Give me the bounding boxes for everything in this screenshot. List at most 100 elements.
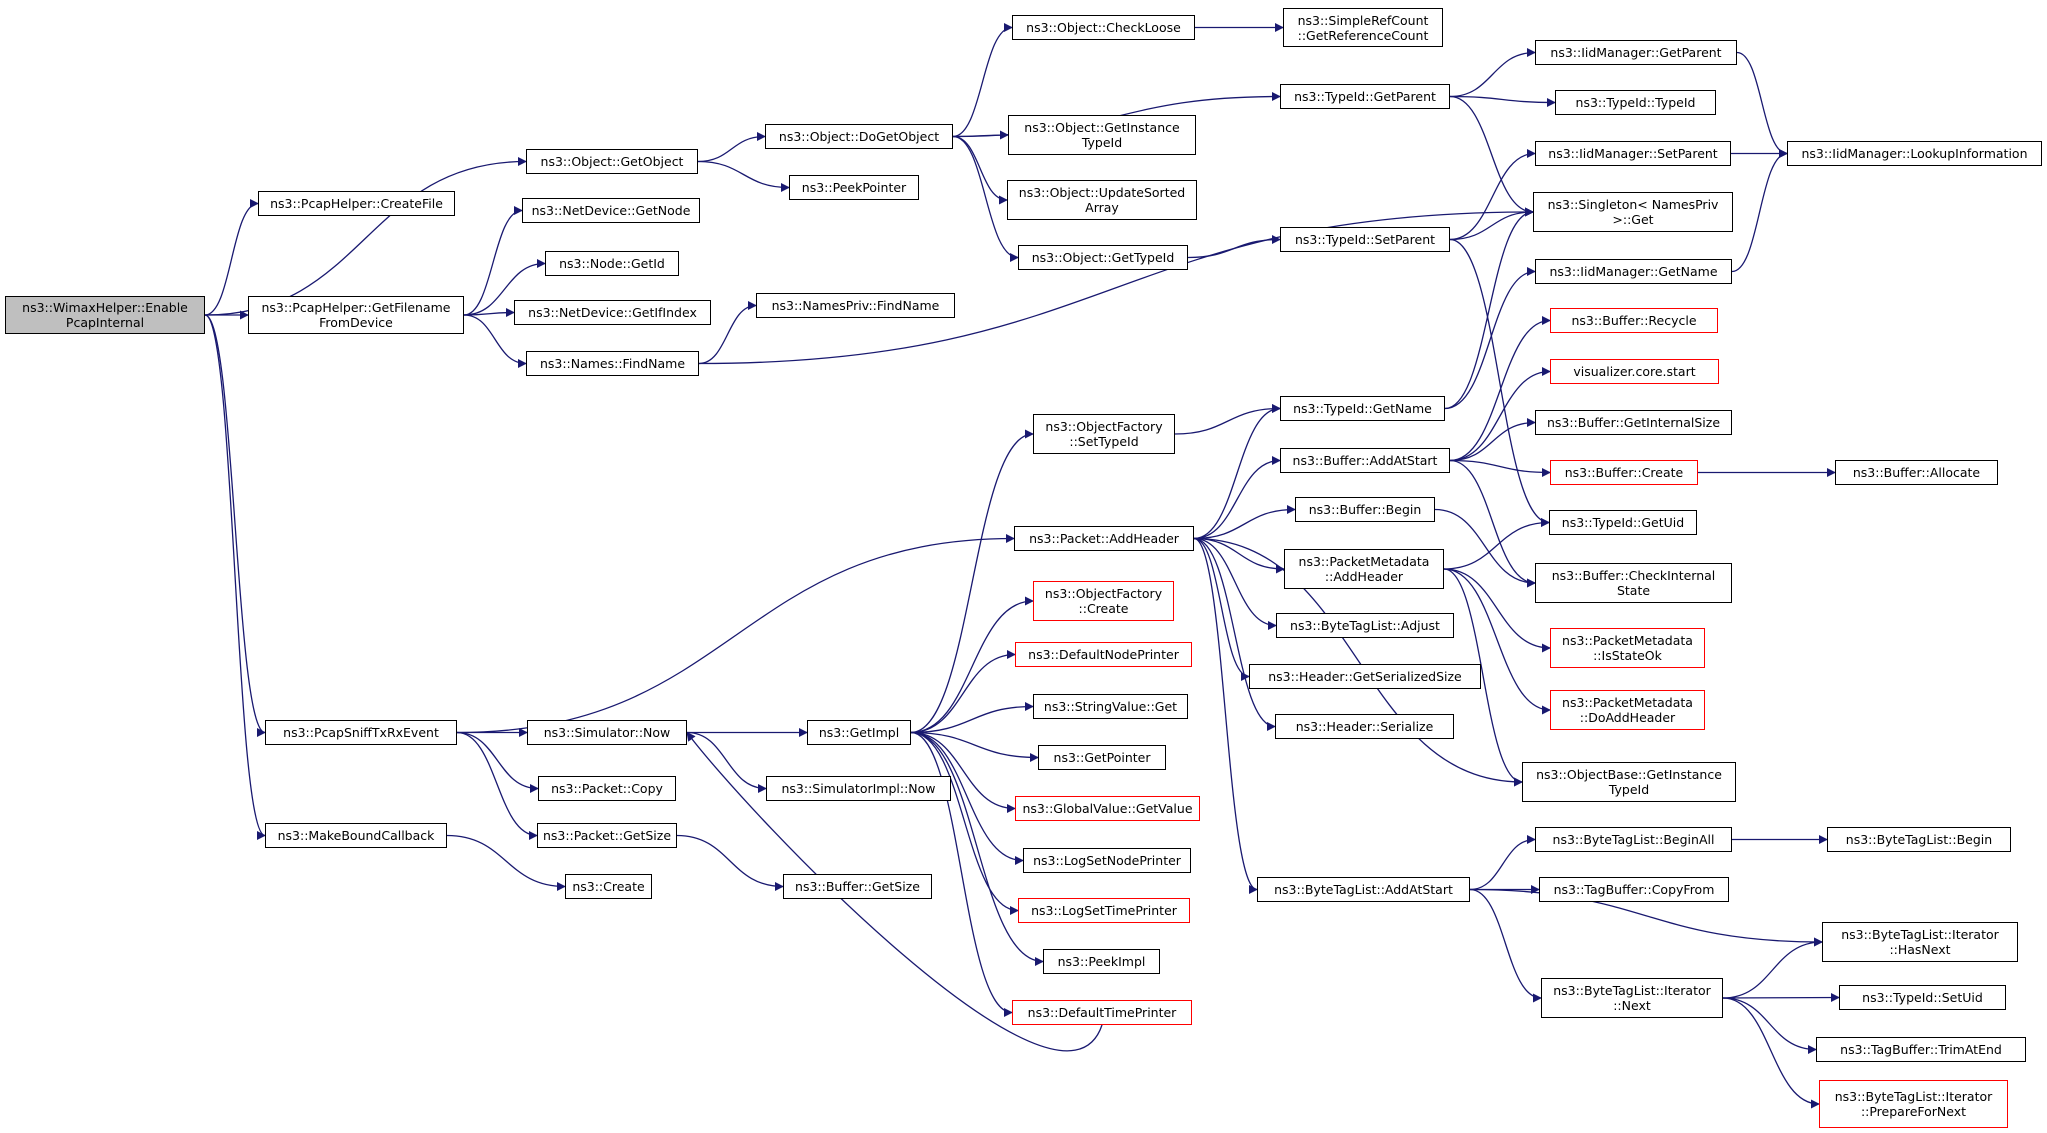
node-label-line: ns3::Packet::Copy xyxy=(551,781,663,796)
graph-node-ns3-objectfactory-settypeid[interactable]: ns3::ObjectFactory::SetTypeId xyxy=(1033,414,1175,454)
node-label-line: ns3::Singleton< NamesPriv xyxy=(1547,197,1719,212)
graph-node-ns3-node-getid[interactable]: ns3::Node::GetId xyxy=(545,251,679,276)
graph-node-ns3-iidmanager-getname[interactable]: ns3::IidManager::GetName xyxy=(1535,259,1732,284)
call-edge xyxy=(456,731,539,794)
node-label-line: ::SetTypeId xyxy=(1069,434,1139,449)
graph-node-ns3-iidmanager-setparent[interactable]: ns3::IidManager::SetParent xyxy=(1535,141,1731,166)
graph-node-ns3-packet-addheader[interactable]: ns3::Packet::AddHeader xyxy=(1014,526,1194,551)
call-edge xyxy=(1449,417,1536,462)
node-label-line: ::AddHeader xyxy=(1324,569,1404,584)
graph-node-ns3-object-dogetobject[interactable]: ns3::Object::DoGetObject xyxy=(765,124,953,149)
graph-node-ns3-pcaphelper-createfile[interactable]: ns3::PcapHelper::CreateFile xyxy=(258,191,455,216)
graph-node-ns3-tagbuffer-trimatend[interactable]: ns3::TagBuffer::TrimAtEnd xyxy=(1816,1037,2026,1062)
graph-node-ns3-singleton-namespriv-get[interactable]: ns3::Singleton< NamesPriv>::Get xyxy=(1533,192,1733,232)
call-edge xyxy=(1722,992,1840,1003)
graph-node-ns3-packetmetadata-addheader[interactable]: ns3::PacketMetadata::AddHeader xyxy=(1284,549,1444,589)
graph-node-ns3-objectfactory-create[interactable]: ns3::ObjectFactory::Create xyxy=(1033,581,1174,621)
graph-node-ns3-packetmetadata-doaddheader[interactable]: ns3::PacketMetadata::DoAddHeader xyxy=(1550,690,1705,730)
graph-node-ns3-logsettimeprinter[interactable]: ns3::LogSetTimePrinter xyxy=(1018,898,1190,923)
node-label-line: ns3::MakeBoundCallback xyxy=(277,828,435,843)
call-edge xyxy=(698,207,1534,365)
graph-node-ns3-typeid-getparent[interactable]: ns3::TypeId::GetParent xyxy=(1280,84,1450,109)
node-label-line: ns3::Buffer::GetSize xyxy=(795,879,920,894)
graph-node-ns3-netdevice-getifindex[interactable]: ns3::NetDevice::GetIfIndex xyxy=(514,300,711,325)
graph-node-ns3-bytetaglist-adjust[interactable]: ns3::ByteTagList::Adjust xyxy=(1276,613,1454,638)
graph-node-ns3-defaultnodeprinter[interactable]: ns3::DefaultNodePrinter xyxy=(1015,642,1192,667)
node-label-line: ns3::Object::CheckLoose xyxy=(1026,20,1181,35)
graph-node-ns3-bytetaglist-iterator-preparefornext[interactable]: ns3::ByteTagList::Iterator::PrepareForNe… xyxy=(1819,1080,2008,1128)
call-edge xyxy=(1449,315,1551,462)
graph-node-ns3-iidmanager-lookupinformation[interactable]: ns3::IidManager::LookupInformation xyxy=(1787,141,2042,166)
node-label-line: ns3::PcapSniffTxRxEvent xyxy=(283,725,439,740)
node-label-line: ns3::TypeId::GetUid xyxy=(1561,515,1685,530)
graph-node-ns3-header-getserializedsize[interactable]: ns3::Header::GetSerializedSize xyxy=(1249,664,1481,689)
graph-node-ns3-buffer-recycle[interactable]: ns3::Buffer::Recycle xyxy=(1550,308,1718,333)
graph-node-ns3-netdevice-getnode[interactable]: ns3::NetDevice::GetNode xyxy=(522,198,700,223)
graph-node-ns3-object-checkloose[interactable]: ns3::Object::CheckLoose xyxy=(1012,15,1195,40)
node-label-line: ns3::TypeId::TypeId xyxy=(1575,95,1696,110)
graph-node-visualizer-core-start[interactable]: visualizer.core.start xyxy=(1550,359,1719,384)
graph-node-ns3-globalvalue-getvalue[interactable]: ns3::GlobalValue::GetValue xyxy=(1015,796,1200,821)
node-label-line: ns3::NetDevice::GetIfIndex xyxy=(528,305,697,320)
graph-node-ns3-buffer-getsize[interactable]: ns3::Buffer::GetSize xyxy=(783,874,932,899)
graph-node-ns3-header-serialize[interactable]: ns3::Header::Serialize xyxy=(1275,714,1454,739)
graph-node-ns3-getpointer[interactable]: ns3::GetPointer xyxy=(1038,745,1166,770)
graph-node-ns3-makeboundcallback[interactable]: ns3::MakeBoundCallback xyxy=(265,823,447,848)
graph-node-ns3-stringvalue-get[interactable]: ns3::StringValue::Get xyxy=(1033,694,1188,719)
node-label-line: ns3::ByteTagList::BeginAll xyxy=(1552,832,1715,847)
call-edge xyxy=(446,834,566,892)
graph-node-ns3-defaulttimeprinter[interactable]: ns3::DefaultTimePrinter xyxy=(1012,1000,1192,1025)
node-label-line: ns3::TypeId::GetParent xyxy=(1294,89,1436,104)
call-edge xyxy=(1449,366,1551,462)
graph-node-ns3-simulatorimpl-now[interactable]: ns3::SimulatorImpl::Now xyxy=(766,776,951,801)
graph-node-ns3-typeid-getuid[interactable]: ns3::TypeId::GetUid xyxy=(1549,510,1697,535)
node-label-line: ns3::PeekPointer xyxy=(801,180,907,195)
graph-node-ns3-buffer-create[interactable]: ns3::Buffer::Create xyxy=(1550,460,1698,485)
graph-node-ns3-packet-copy[interactable]: ns3::Packet::Copy xyxy=(538,776,676,801)
call-edge xyxy=(1193,537,1258,894)
node-label-line: ns3::Packet::AddHeader xyxy=(1029,531,1179,546)
graph-node-ns3-object-getobject[interactable]: ns3::Object::GetObject xyxy=(526,149,698,174)
graph-node-ns3-buffer-begin[interactable]: ns3::Buffer::Begin xyxy=(1295,497,1435,522)
graph-node-ns3-typeid-typeid[interactable]: ns3::TypeId::TypeId xyxy=(1555,90,1716,115)
graph-node-ns3-buffer-allocate[interactable]: ns3::Buffer::Allocate xyxy=(1835,460,1998,485)
graph-node-ns3-bytetaglist-begin[interactable]: ns3::ByteTagList::Begin xyxy=(1827,827,2011,852)
graph-node-ns3-create[interactable]: ns3::Create xyxy=(565,874,652,899)
graph-node-ns3-typeid-setparent[interactable]: ns3::TypeId::SetParent xyxy=(1280,227,1450,252)
graph-node-ns3-peekimpl[interactable]: ns3::PeekImpl xyxy=(1043,949,1160,974)
graph-node-ns3-bytetaglist-beginall[interactable]: ns3::ByteTagList::BeginAll xyxy=(1535,827,1732,852)
graph-node-ns3-bytetaglist-iterator-hasnext[interactable]: ns3::ByteTagList::Iterator::HasNext xyxy=(1822,922,2018,962)
graph-node-ns3-buffer-getinternalsize[interactable]: ns3::Buffer::GetInternalSize xyxy=(1535,410,1732,435)
call-edge xyxy=(1449,95,1556,108)
graph-node-ns3-tagbuffer-copyfrom[interactable]: ns3::TagBuffer::CopyFrom xyxy=(1539,877,1729,902)
graph-node-ns3-getimpl[interactable]: ns3::GetImpl xyxy=(807,720,911,745)
node-label-line: ns3::LogSetNodePrinter xyxy=(1033,853,1181,868)
graph-node-ns3-peekpointer[interactable]: ns3::PeekPointer xyxy=(789,175,919,200)
graph-node-ns3-bytetaglist-addatstart[interactable]: ns3::ByteTagList::AddAtStart xyxy=(1257,877,1470,902)
graph-node-ns3-iidmanager-getparent[interactable]: ns3::IidManager::GetParent xyxy=(1535,40,1737,65)
graph-node-ns3-bytetaglist-iterator-next[interactable]: ns3::ByteTagList::Iterator::Next xyxy=(1541,978,1723,1018)
graph-node-ns3-pcapsnifftxrxevent[interactable]: ns3::PcapSniffTxRxEvent xyxy=(265,720,457,745)
graph-node-ns3-typeid-setuid[interactable]: ns3::TypeId::SetUid xyxy=(1839,985,2006,1010)
graph-node-ns3-typeid-getname[interactable]: ns3::TypeId::GetName xyxy=(1280,396,1445,421)
call-edge xyxy=(1193,537,1277,631)
graph-node-ns3-packet-getsize[interactable]: ns3::Packet::GetSize xyxy=(537,823,677,848)
graph-node-ns3-packetmetadata-isstateok[interactable]: ns3::PacketMetadata::IsStateOk xyxy=(1550,628,1705,668)
node-label-line: ns3::Buffer::AddAtStart xyxy=(1292,453,1438,468)
call-edge xyxy=(910,429,1034,734)
graph-node-ns3-object-gettypeid[interactable]: ns3::Object::GetTypeId xyxy=(1018,245,1188,270)
call-edge xyxy=(697,131,766,163)
graph-node-ns3-namespriv-findname[interactable]: ns3::NamesPriv::FindName xyxy=(756,293,955,318)
node-label-line: ::DoAddHeader xyxy=(1579,710,1676,725)
graph-node-ns3-simplerefcount-getreferencecount[interactable]: ns3::SimpleRefCount::GetReferenceCount xyxy=(1283,8,1443,47)
graph-node-ns3-simulator-now[interactable]: ns3::Simulator::Now xyxy=(527,720,687,745)
graph-node-ns3-buffer-addatstart[interactable]: ns3::Buffer::AddAtStart xyxy=(1280,448,1450,473)
graph-node-ns3-names-findname[interactable]: ns3::Names::FindName xyxy=(526,351,699,376)
graph-node-ns3-logsetnodeprinter[interactable]: ns3::LogSetNodePrinter xyxy=(1023,848,1191,873)
